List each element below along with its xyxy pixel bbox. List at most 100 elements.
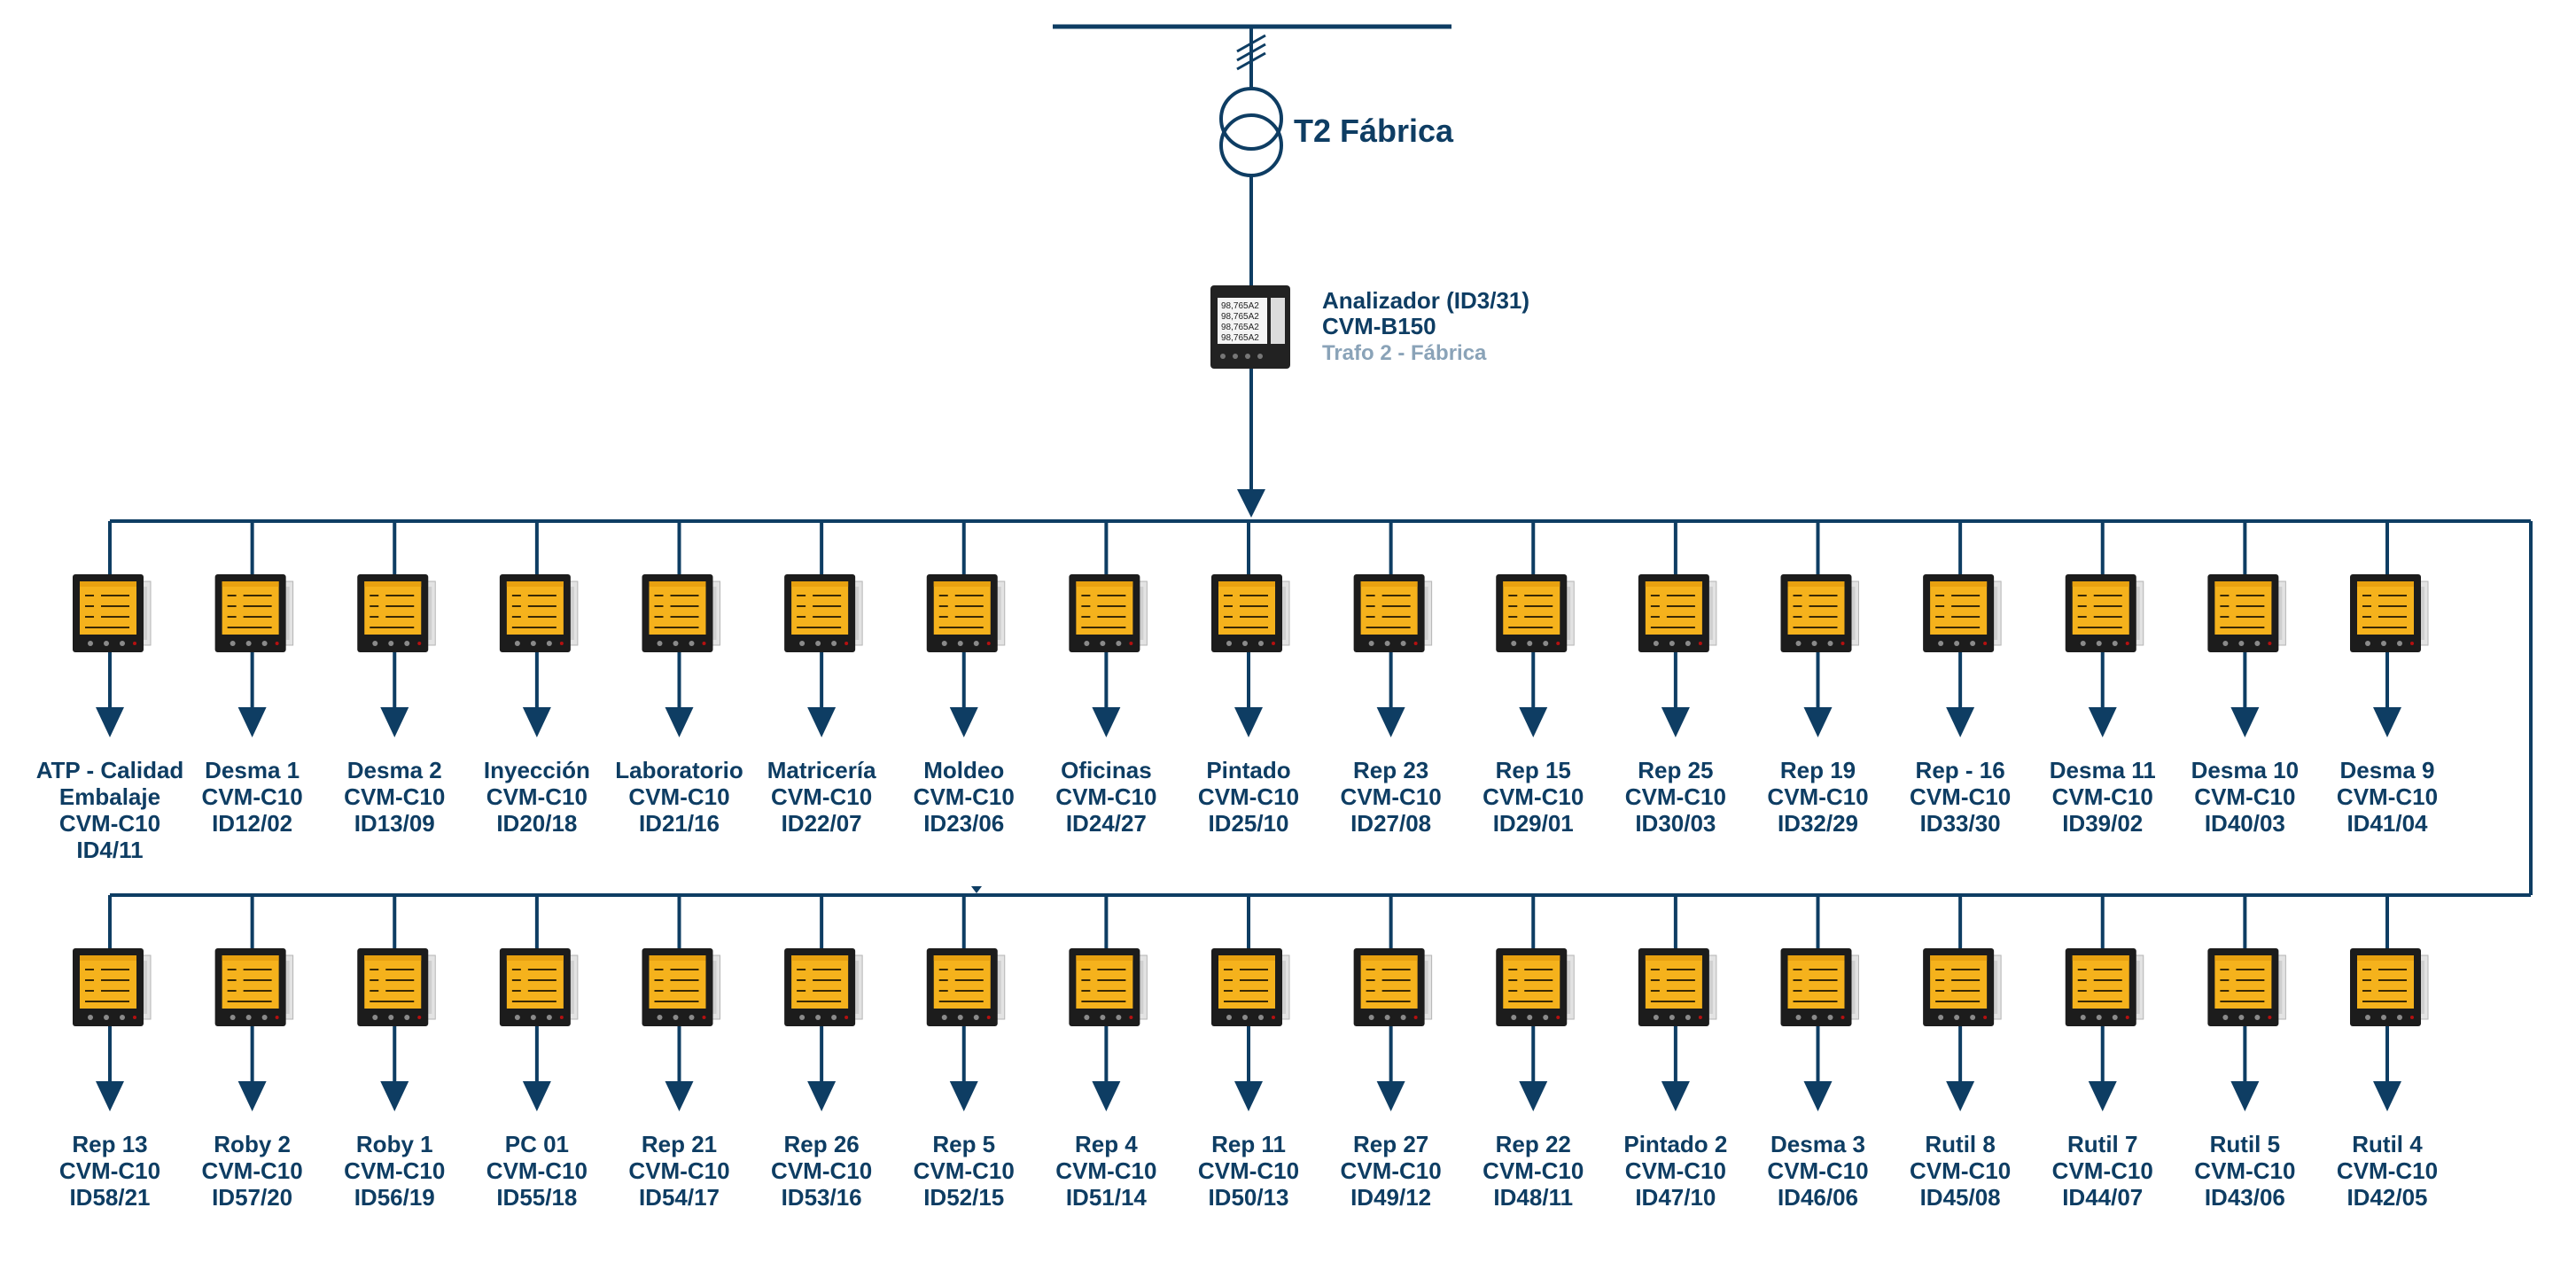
- meter-device-icon[interactable]: [72, 947, 152, 1027]
- meter-device-icon[interactable]: [356, 947, 437, 1027]
- meter-id-label: ID4/11: [76, 837, 143, 863]
- arrow-down-icon: [949, 707, 978, 737]
- meter-id-label: ID57/20: [212, 1184, 292, 1211]
- meter-device-icon[interactable]: [641, 573, 721, 653]
- meter-device-icon[interactable]: [2206, 573, 2287, 653]
- meter-device-icon[interactable]: [1779, 573, 1860, 653]
- meter-device-icon[interactable]: [925, 573, 1006, 653]
- arrow-down-icon: [1661, 1081, 1690, 1111]
- analyzer-label-line2: CVM-B150: [1322, 313, 1436, 339]
- arrow-down-icon: [380, 707, 409, 737]
- meter-model-label: CVM-C10: [59, 1157, 160, 1184]
- meter-id-label: ID23/06: [923, 810, 1004, 837]
- meter-device-icon[interactable]: [214, 947, 294, 1027]
- meter-device-icon[interactable]: [2064, 947, 2144, 1027]
- meter-device-icon[interactable]: [1210, 573, 1290, 653]
- arrow-down-icon: [2373, 707, 2401, 737]
- meter-id-label: ID20/18: [496, 810, 577, 837]
- meter-device-icon[interactable]: [1210, 947, 1290, 1027]
- meter-name-label: Inyección: [484, 757, 590, 783]
- meter-id-label: ID33/30: [1920, 810, 2001, 837]
- meter-id-label: ID27/08: [1350, 810, 1431, 837]
- meter-id-label: ID54/17: [639, 1184, 720, 1211]
- meter-model-label: CVM-C10: [771, 1157, 872, 1184]
- meter-device-icon[interactable]: [783, 947, 864, 1027]
- meter-name-label: Rep 21: [642, 1131, 717, 1157]
- meter-device-icon[interactable]: [925, 947, 1006, 1027]
- arrow-down-icon: [1946, 707, 1975, 737]
- meter-id-label: ID41/04: [2346, 810, 2428, 837]
- meter-device-icon[interactable]: [1352, 573, 1433, 653]
- meter-device-icon[interactable]: [2064, 573, 2144, 653]
- arrow-down-icon: [1237, 489, 1265, 518]
- meter-device-icon[interactable]: [498, 947, 579, 1027]
- meter-device-icon[interactable]: [1068, 573, 1148, 653]
- arrow-down-icon: [237, 1081, 267, 1111]
- meter-id-label: ID55/18: [496, 1184, 577, 1211]
- meter-model-label: CVM-C10: [202, 1157, 303, 1184]
- meter-device-icon[interactable]: [1495, 573, 1576, 653]
- arrow-down-icon: [949, 1081, 978, 1111]
- meter-device-icon[interactable]: [641, 947, 721, 1027]
- arrow-down-icon: [96, 707, 124, 737]
- meter-device-icon[interactable]: [1068, 947, 1148, 1027]
- meter-model-label: CVM-C10: [1341, 783, 1442, 810]
- meter-name-label: ATP - Calidad: [36, 757, 184, 783]
- meter-device-icon[interactable]: [2206, 947, 2287, 1027]
- arrow-down-icon: [2373, 1081, 2401, 1111]
- analyzer-reading-4: 98,765A2: [1221, 333, 1259, 343]
- meter-device-icon[interactable]: [1495, 947, 1576, 1027]
- meter-model-label: CVM-C10: [1055, 783, 1156, 810]
- meter-id-label: ID29/01: [1493, 810, 1574, 837]
- meter-device-icon[interactable]: [1922, 947, 2003, 1027]
- bus-marker-icon: [971, 886, 982, 893]
- meter-device-icon[interactable]: [1352, 947, 1433, 1027]
- meter-model-label: CVM-C10: [1198, 1157, 1299, 1184]
- meter-device-icon[interactable]: [356, 573, 437, 653]
- meter-id-label: ID12/02: [212, 810, 292, 837]
- meter-device-icon[interactable]: [1637, 947, 1717, 1027]
- meter-device-icon[interactable]: [1779, 947, 1860, 1027]
- meter-device-icon[interactable]: [2349, 947, 2429, 1027]
- meter-device-icon[interactable]: [1637, 573, 1717, 653]
- meter-model-label: CVM-C10: [1625, 783, 1726, 810]
- meter-id-label: ID46/06: [1778, 1184, 1858, 1211]
- meter-device-icon[interactable]: [72, 573, 152, 653]
- meter-model-label: CVM-C10: [771, 783, 872, 810]
- meter-name-label: Matricería: [767, 757, 876, 783]
- meter-device-icon[interactable]: [783, 573, 864, 653]
- three-phase-marker: [1236, 34, 1266, 71]
- main-analyzer-device[interactable]: 98,765A2 98,765A2 98,765A2 98,765A2: [1210, 285, 1290, 369]
- analyzer-reading-2: 98,765A2: [1221, 312, 1259, 322]
- arrow-down-icon: [1661, 707, 1690, 737]
- meter-device-icon[interactable]: [2349, 573, 2429, 653]
- meter-model-label: CVM-C10: [1483, 783, 1584, 810]
- meter-model-label: CVM-C10: [2194, 1157, 2295, 1184]
- meter-id-label: ID52/15: [923, 1184, 1004, 1211]
- meter-device-icon[interactable]: [498, 573, 579, 653]
- meter-name-label: Rep 25: [1638, 757, 1713, 783]
- transformer-title: T2 Fábrica: [1294, 113, 1454, 149]
- meter-id-label: ID42/05: [2346, 1184, 2427, 1211]
- meter-id-label: ID50/13: [1208, 1184, 1288, 1211]
- meter-id-label: ID45/08: [1920, 1184, 2001, 1211]
- meter-model-label: CVM-C10: [1910, 783, 2011, 810]
- meter-name-label: Rep 27: [1353, 1131, 1428, 1157]
- meter-name-label: Rep 19: [1780, 757, 1856, 783]
- meter-device-icon[interactable]: [1922, 573, 2003, 653]
- meter-device-icon[interactable]: [214, 573, 294, 653]
- arrow-down-icon: [2230, 707, 2260, 737]
